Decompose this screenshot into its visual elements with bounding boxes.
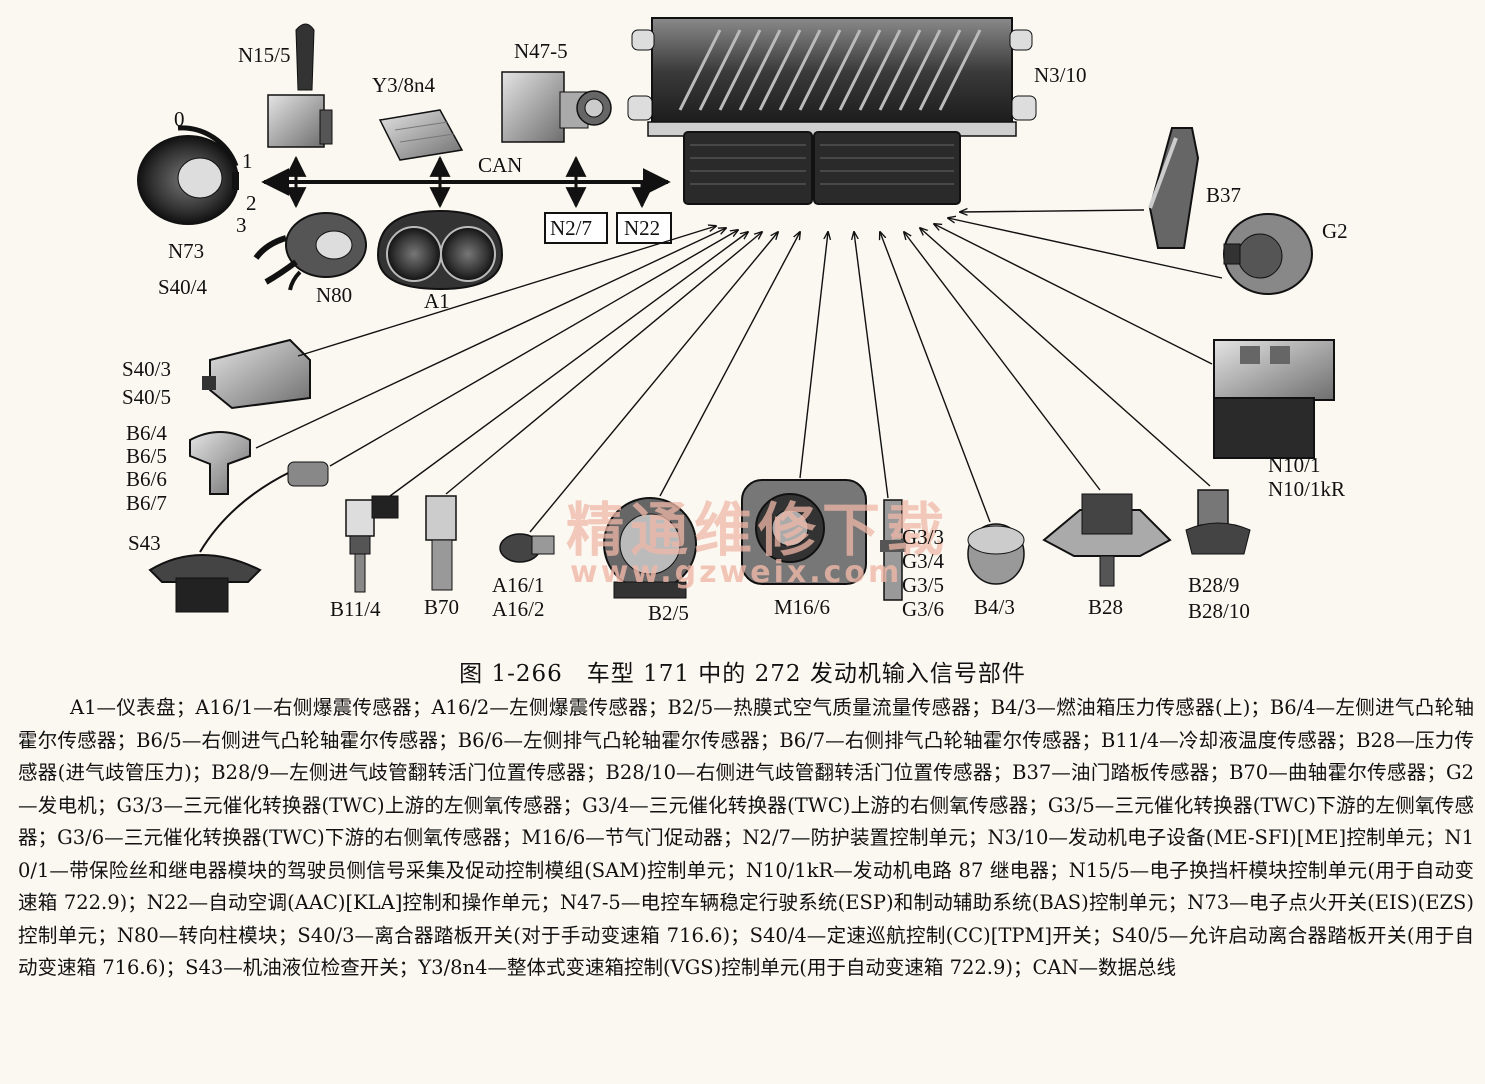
watermark-cn: 精通维修下载 (566, 496, 950, 564)
ignition-switch-n73-icon (137, 125, 239, 225)
esp-unit-n47-5-icon (501, 71, 612, 143)
label-s40-5: S40/5 (122, 385, 171, 409)
label-g3-4: G3/4 (902, 549, 945, 573)
label-b28-10: B28/10 (1188, 599, 1250, 623)
camshaft-sensor-b6-icon (189, 431, 251, 495)
sam-module-n10-1-icon (1213, 339, 1335, 459)
label-m16-6: M16/6 (774, 595, 830, 619)
legend-text: A1—仪表盘；A16/1—右侧爆震传感器；A16/2—左侧爆震传感器；B2/5—… (18, 696, 1474, 979)
transmission-control-y3-8n4-icon (378, 109, 464, 161)
label-b37: B37 (1206, 183, 1241, 207)
label-pos-1: 1 (242, 149, 253, 173)
label-s40-3: S40/3 (122, 357, 171, 381)
watermark-url: www.gzweix.com (570, 555, 902, 590)
figure-caption: 图 1-266 车型 171 中的 272 发动机输入信号部件 (459, 661, 1026, 687)
label-pos-2: 2 (246, 191, 257, 215)
label-b6-4: B6/4 (126, 421, 167, 445)
label-g3-5: G3/5 (902, 573, 944, 597)
can-bus-connections (285, 155, 653, 209)
label-n47-5: N47-5 (514, 39, 568, 63)
map-sensor-b28-icon (1042, 493, 1172, 587)
label-n3-10: N3/10 (1034, 63, 1087, 87)
signal-lines (255, 210, 1223, 533)
label-b28: B28 (1088, 595, 1123, 619)
label-g3-6: G3/6 (902, 597, 944, 621)
label-n10-1: N10/1 (1268, 453, 1321, 477)
n2-7-box (544, 212, 608, 244)
flap-position-sensor-b28-9-icon (1185, 489, 1251, 555)
throttle-actuator-m16-6-icon (741, 479, 867, 585)
crankshaft-sensor-b70-icon (425, 495, 457, 591)
mass-air-flow-sensor-b2-5-icon (603, 497, 697, 599)
label-pos-0: 0 (174, 107, 185, 131)
label-b11-4: B11/4 (330, 597, 381, 621)
coolant-temp-sensor-b11-4-icon (345, 495, 399, 593)
steering-column-module-n80-icon (253, 212, 367, 291)
label-n2-7: N2/7 (550, 216, 592, 240)
label-y3-8n4: Y3/8n4 (372, 73, 436, 97)
label-s43: S43 (128, 531, 161, 555)
figure-legend: A1—仪表盘；A16/1—右侧爆震传感器；A16/2—左侧爆震传感器；B2/5—… (18, 692, 1474, 985)
accelerator-pedal-b37-icon (1148, 127, 1200, 249)
component-diagram: 精通维修下载 www.gzweix.com N15/5 Y3/8n4 N47-5… (122, 17, 1348, 625)
label-n10-1kr: N10/1kR (1268, 477, 1345, 501)
oil-level-switch-s43-icon (148, 461, 329, 613)
oxygen-sensor-g3-icon (880, 499, 906, 601)
label-b6-7: B6/7 (126, 491, 167, 515)
label-b6-5: B6/5 (126, 444, 167, 468)
label-b6-6: B6/6 (126, 467, 167, 491)
label-n15-5: N15/5 (238, 43, 291, 67)
label-pos-3: 3 (236, 213, 247, 237)
label-b70: B70 (424, 595, 459, 619)
label-b2-5: B2/5 (648, 601, 689, 625)
label-g2: G2 (1322, 219, 1348, 243)
label-n80: N80 (316, 283, 352, 307)
label-a1: A1 (424, 289, 450, 313)
instrument-cluster-a1-icon (376, 209, 504, 291)
label-s40-4: S40/4 (158, 275, 208, 299)
alternator-g2-icon (1223, 213, 1313, 295)
label-b28-9: B28/9 (1188, 573, 1239, 597)
label-n22: N22 (624, 216, 660, 240)
label-g3-3: G3/3 (902, 525, 944, 549)
label-a16-1: A16/1 (492, 573, 545, 597)
label-can: CAN (478, 153, 522, 177)
label-n73: N73 (168, 239, 204, 263)
component-labels: N15/5 Y3/8n4 N47-5 N3/10 CAN 0 1 2 3 N73… (122, 39, 1348, 625)
label-a16-2: A16/2 (492, 597, 545, 621)
knock-sensor-a16-icon (499, 533, 555, 563)
ecu-n3-10-icon (627, 17, 1037, 205)
label-b4-3: B4/3 (974, 595, 1015, 619)
gear-selector-n15-5-icon (267, 23, 333, 148)
n22-box (616, 212, 672, 244)
clutch-switch-s40-3-icon (202, 338, 311, 410)
fuel-tank-pressure-sensor-b4-3-icon (967, 523, 1025, 585)
